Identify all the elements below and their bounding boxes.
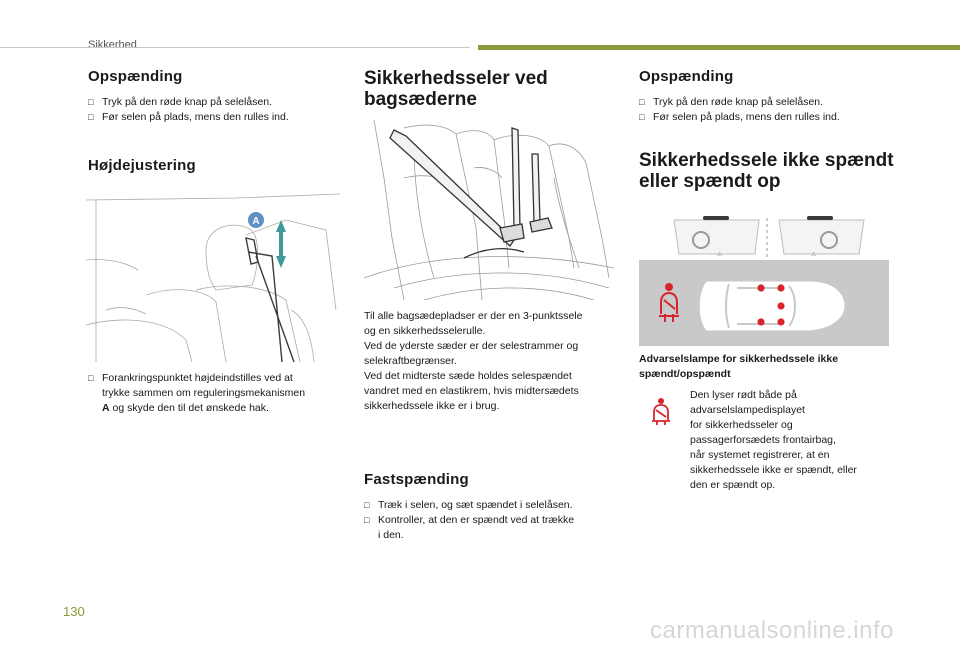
rear-seats-illustration <box>364 118 614 300</box>
seat-status-dots <box>757 284 785 326</box>
heading-rear-seatbelts: Sikkerhedsseler ved bagsæderne <box>364 68 548 110</box>
svg-text:⚠: ⚠ <box>811 251 817 258</box>
seatbelt-warning-icon <box>650 397 672 425</box>
checkbox-bullet-icon: □ <box>639 97 645 107</box>
checkbox-bullet-icon: □ <box>364 515 370 525</box>
page-number: 130 <box>63 604 85 619</box>
seatbelt-warning-glyph <box>652 398 670 425</box>
callout-a-label: A <box>252 216 259 227</box>
overhead-console-right <box>807 216 833 220</box>
checkbox-bullet-icon: □ <box>88 112 94 122</box>
overhead-console-left <box>703 216 729 220</box>
bullet-item: □Tryk på den røde knap på selelåsen. <box>88 96 273 108</box>
warning-caption: Advarselslampe for sikkerhedssele ikke s… <box>639 353 839 380</box>
bullet-item: □Før selen på plads, mens den rulles ind… <box>88 111 289 123</box>
warning-description: Den lyser rødt både på advarselslampedis… <box>690 389 857 491</box>
callout-a-badge <box>248 212 264 228</box>
buckle-bullets-left: □Tryk på den røde knap på selelåsen. □Fø… <box>88 95 289 125</box>
heading-opspaending-right: Opspænding <box>639 68 734 85</box>
seatbelt-warning-icon <box>659 283 679 322</box>
heading-seatbelt-not-fastened: Sikkerhedssele ikke spændt eller spændt … <box>639 150 894 192</box>
rear-seatbelts-paragraph: Til alle bagsædepladser er der en 3-punk… <box>364 310 583 412</box>
bullet-item: □Før selen på plads, mens den rulles ind… <box>639 111 840 123</box>
rear-seats-drawing <box>364 119 614 300</box>
buckle-bullets-right: □Tryk på den røde knap på selelåsen. □Fø… <box>639 95 840 125</box>
checkbox-bullet-icon: □ <box>639 112 645 122</box>
height-adjust-bullet: □ Forankringspunktet højdeindstilles ved… <box>88 371 305 416</box>
heading-hojdejustering: Højdejustering <box>88 157 196 174</box>
heading-opspaending-left: Opspænding <box>88 68 183 85</box>
watermark: carmanualsonline.info <box>650 617 894 644</box>
warning-display-drawing: ⚠ ⚠ <box>639 216 889 346</box>
fasten-bullets: □Træk i selen, og sæt spændet i selelåse… <box>364 498 574 543</box>
heading-fastspaending: Fastspænding <box>364 471 469 488</box>
up-down-arrow-icon <box>276 220 286 268</box>
bullet-item: □Træk i selen, og sæt spændet i selelåse… <box>364 499 573 511</box>
checkbox-bullet-icon: □ <box>364 500 370 510</box>
checkbox-bullet-icon: □ <box>88 97 94 107</box>
bullet-item: □ Forankringspunktet højdeindstilles ved… <box>88 372 306 414</box>
section-header-title: Sikkerhed <box>88 39 137 51</box>
header-accent-bar <box>478 45 960 50</box>
header-divider <box>0 47 470 48</box>
checkbox-bullet-icon: □ <box>88 373 94 383</box>
seatbelt-warning-display-illustration: ⚠ ⚠ <box>639 210 889 346</box>
svg-text:⚠: ⚠ <box>717 251 723 258</box>
height-adjust-illustration: A <box>86 190 340 362</box>
height-adjust-drawing: A <box>86 193 340 362</box>
bullet-item: □Tryk på den røde knap på selelåsen. <box>639 96 824 108</box>
bullet-item: □ Kontroller, at den er spændt ved at tr… <box>364 514 575 541</box>
